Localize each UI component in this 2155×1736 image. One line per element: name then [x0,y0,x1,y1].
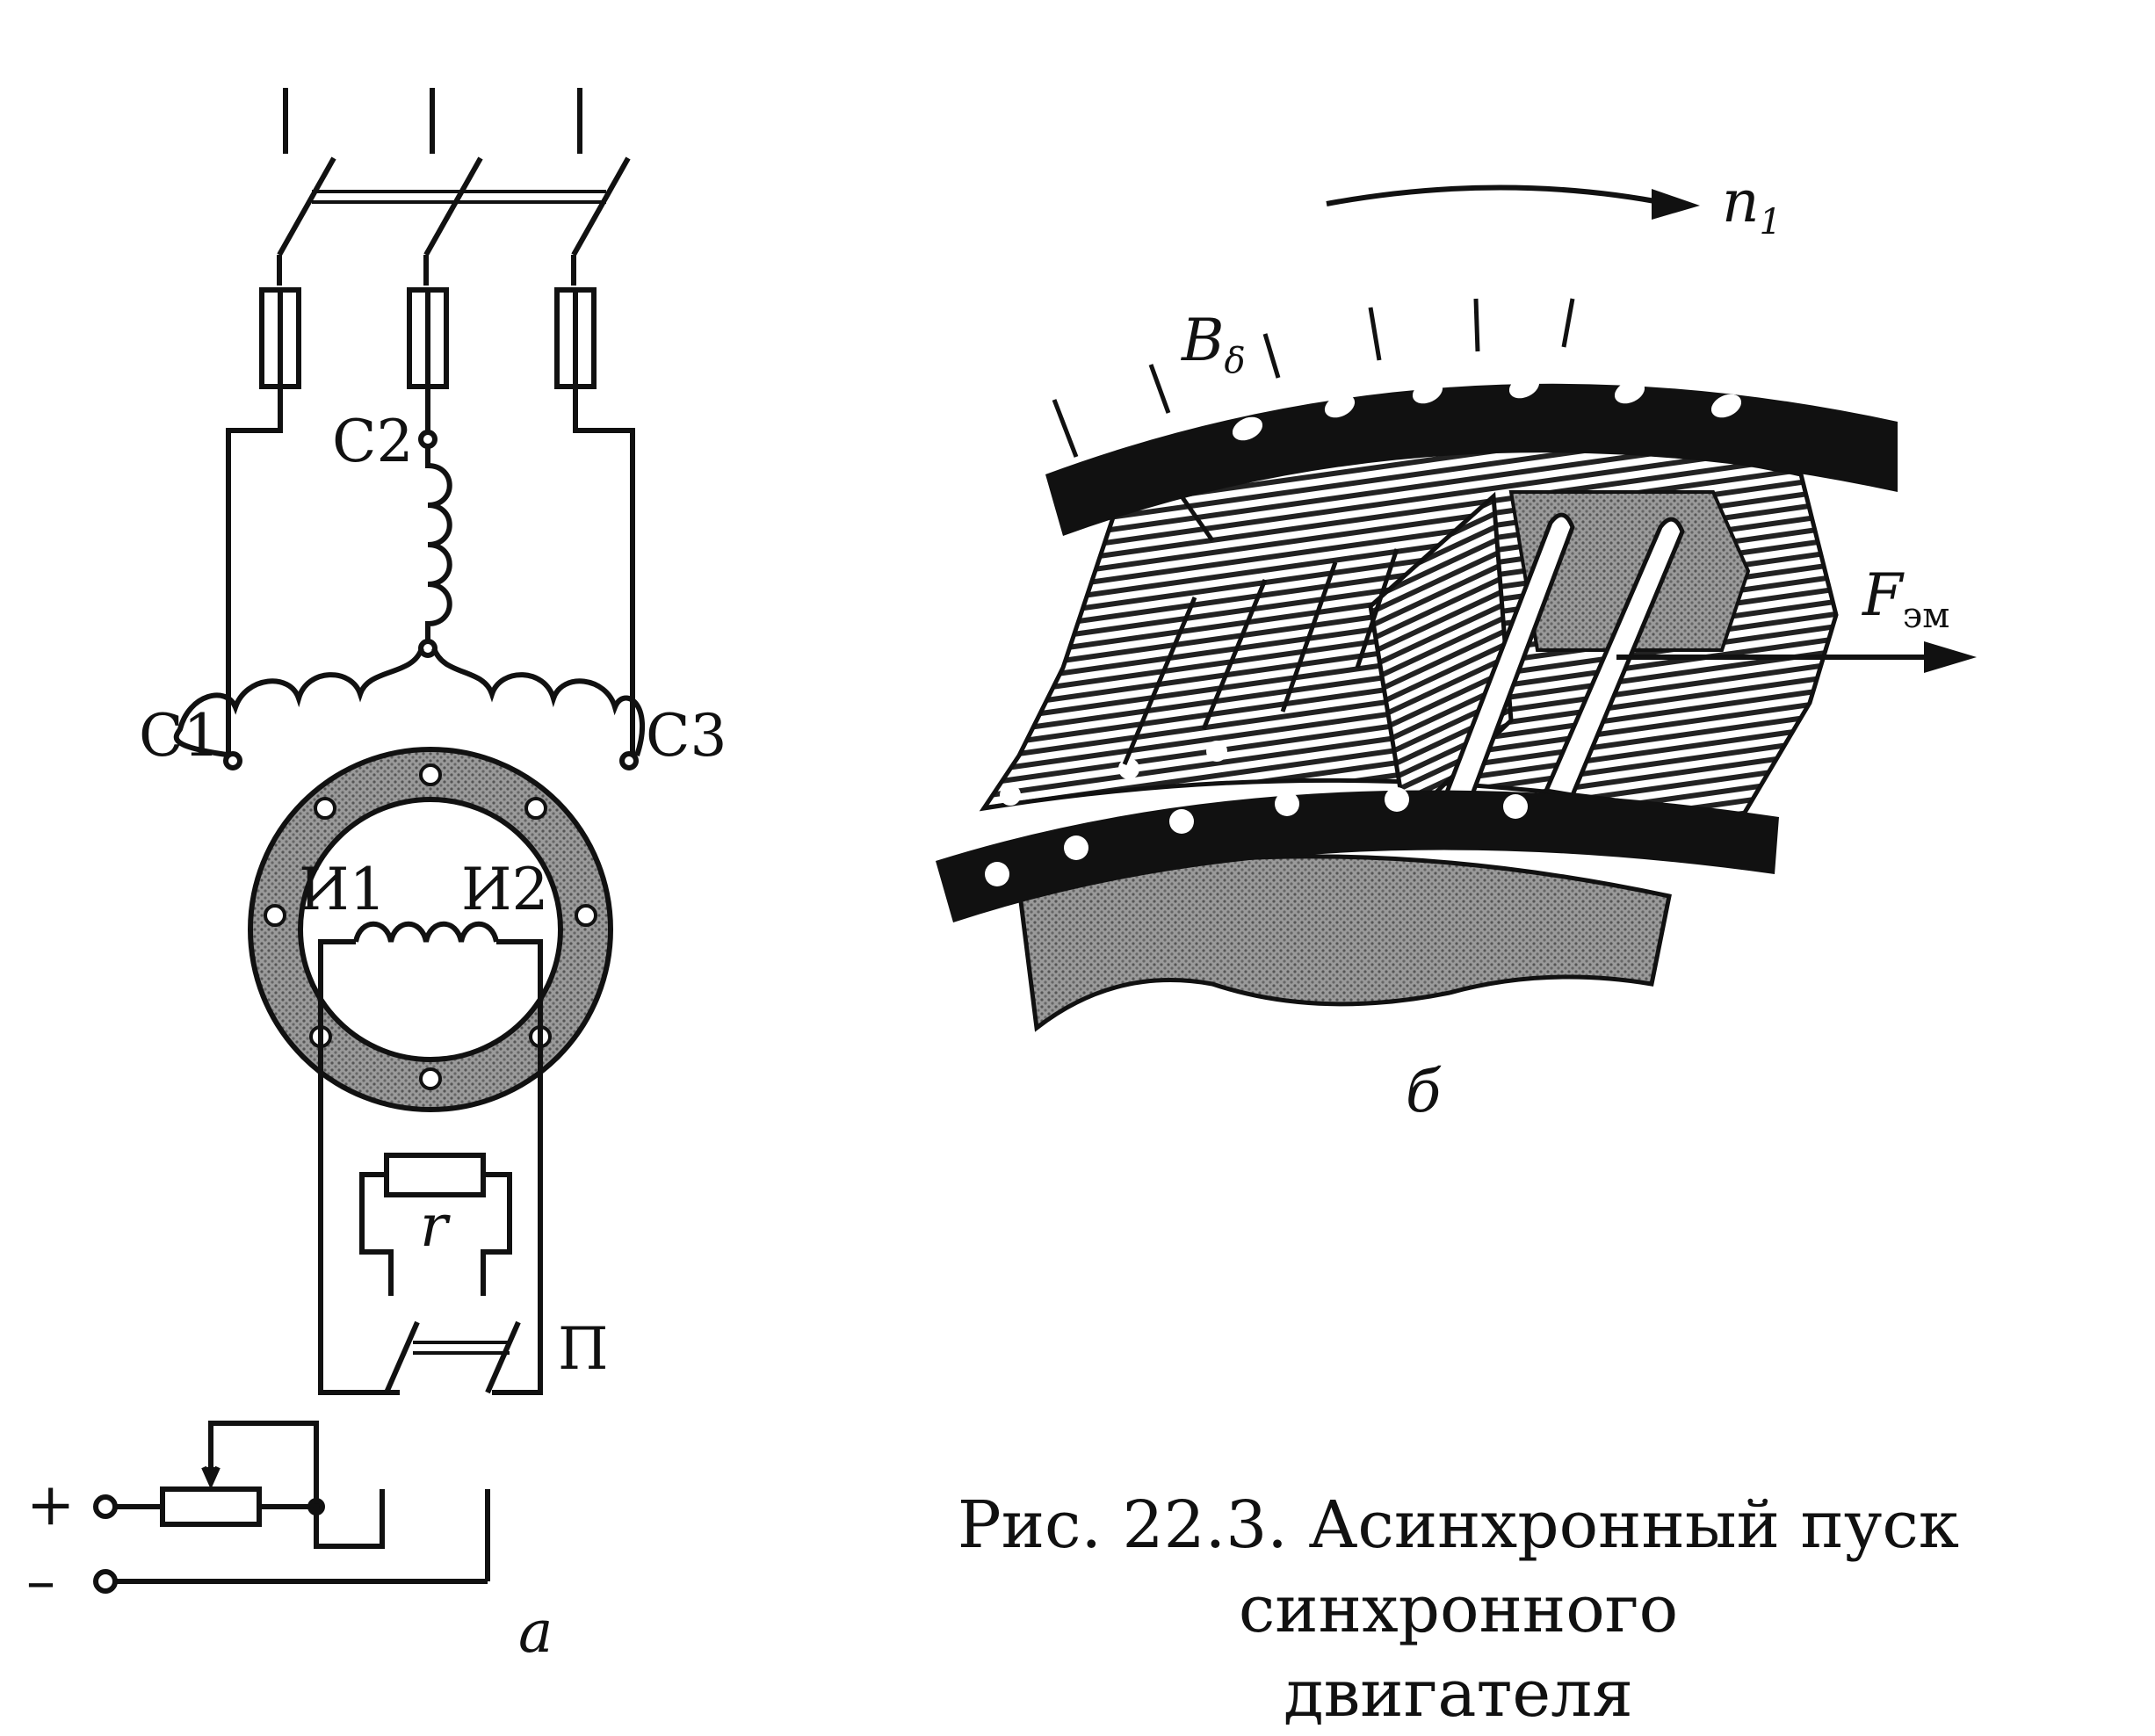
excitation-circuit [93,921,543,1594]
label-plus: + [26,1471,75,1538]
circuit-diagram-a [173,88,645,770]
bottom-ring-slots [985,741,1528,886]
switch-p [384,1320,521,1394]
rheostat [160,1486,262,1527]
resistor-r [384,1153,486,1197]
label-b: Bδ [1181,307,1246,381]
label-c1: C1 [139,702,221,770]
caption-line-1: Рис. 22.3. Асинхронный пуск синхронного [957,1487,1960,1647]
figure-caption: Рис. 22.3. Асинхронный пуск синхронного … [773,1483,2144,1736]
label-f: Fэм [1862,561,1949,636]
label-c2: C2 [332,408,414,475]
label-n: n1 [1722,168,1782,242]
rotation-arrow [1326,184,1670,206]
label-minus: – [26,1547,55,1615]
label-i2: И2 [461,856,549,923]
fuses [259,287,597,389]
figure: C1 C2 C3 И1 И2 r П + – а [26,88,1977,1666]
label-p: П [558,1315,609,1383]
label-c3: C3 [646,702,727,770]
panel-label-b: б [1406,1058,1442,1125]
top-ring-slots [1232,374,1742,441]
flux-lines [1052,298,1575,765]
panel-label-a: а [518,1598,553,1666]
bottom-shorting-ring [936,790,1779,922]
label-r: r [420,1192,451,1260]
label-i1: И1 [299,856,387,923]
main-switch [277,156,631,286]
caption-line-2: двигателя [1284,1656,1633,1732]
rotor-sector-diagram-b [936,184,1977,1032]
rotor-body [1016,854,1672,1032]
